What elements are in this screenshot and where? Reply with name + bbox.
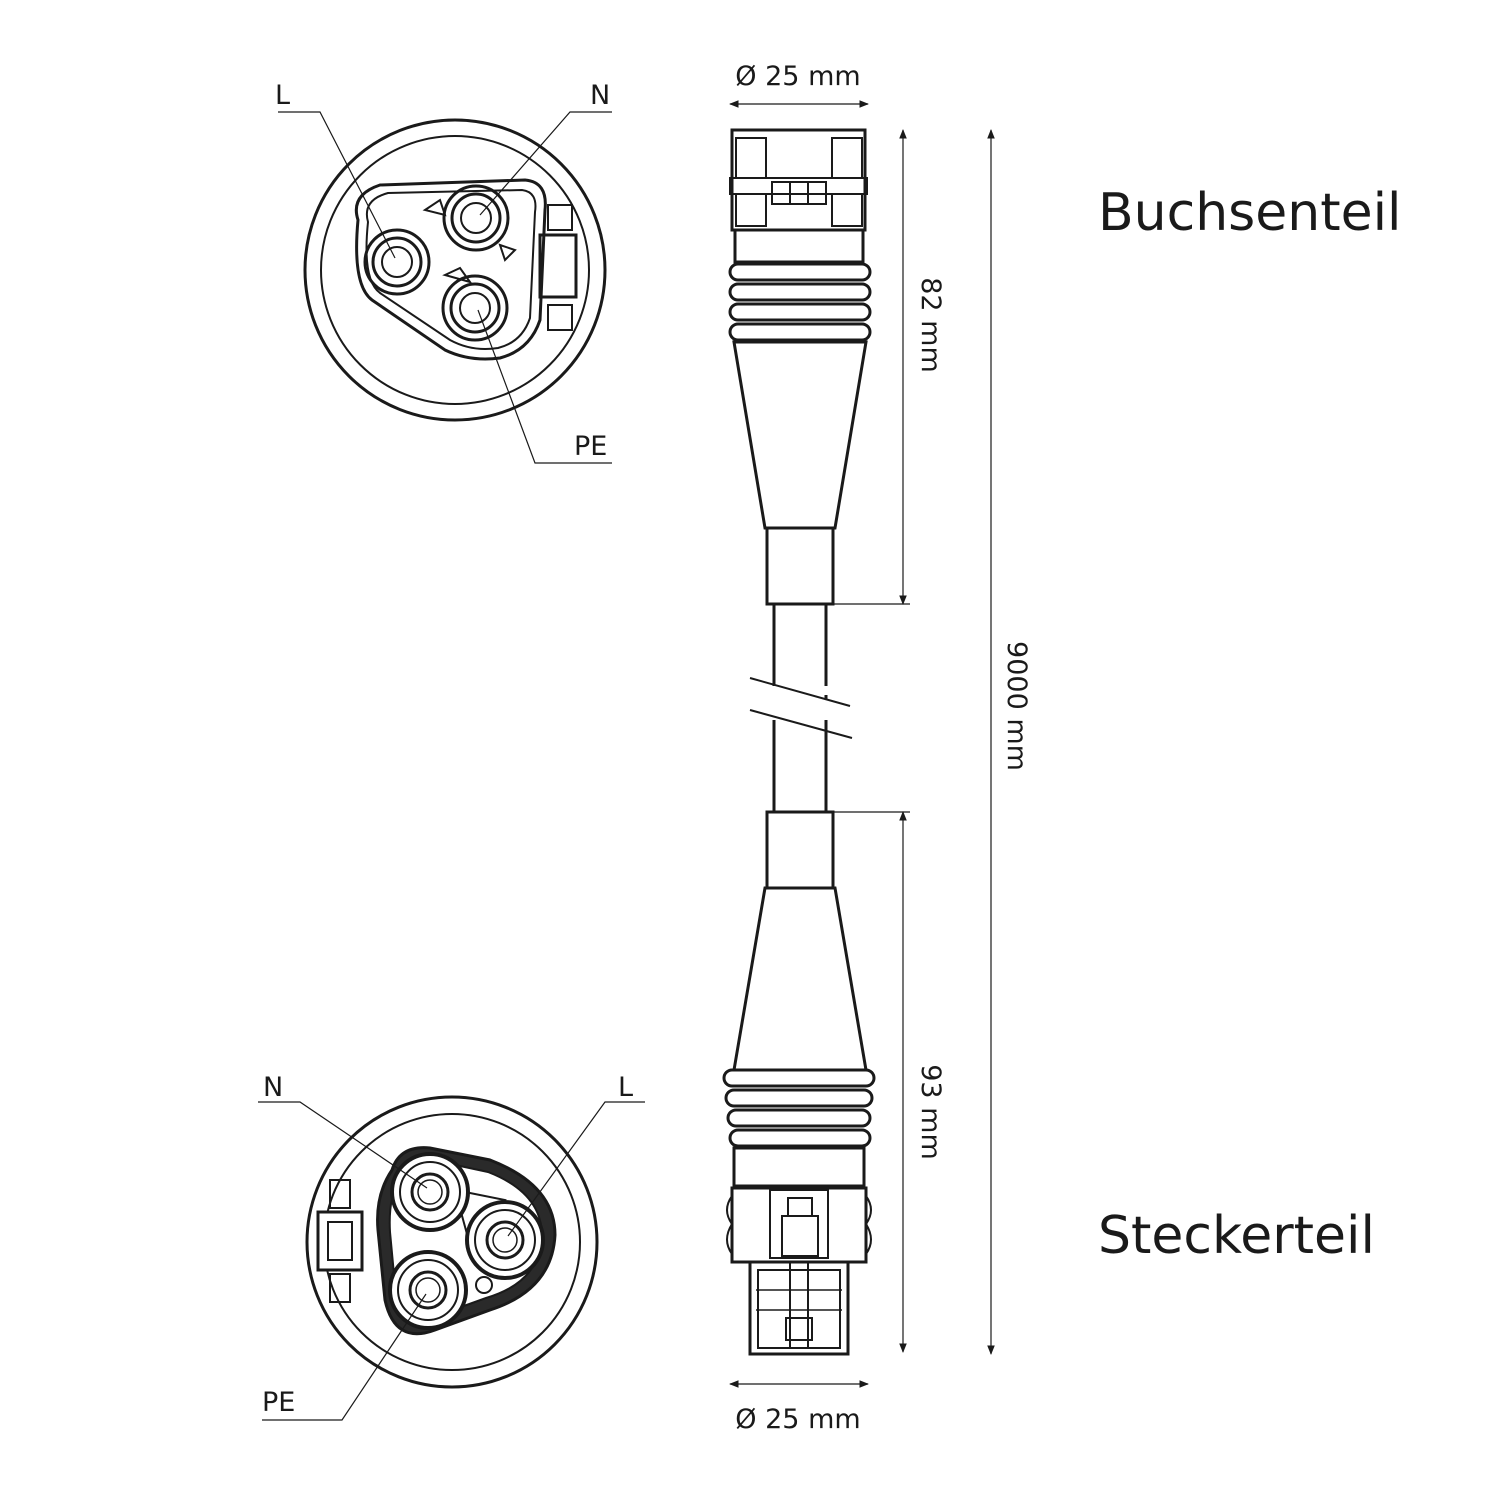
socket-pin-n xyxy=(442,184,510,252)
socket-l-leader xyxy=(278,111,396,259)
cable-side-view xyxy=(722,128,876,1356)
plug-l-leader xyxy=(507,1101,645,1237)
socket-n-label: N xyxy=(590,80,610,111)
socket-pin-l xyxy=(363,228,431,296)
bottom-diameter-label: Ø 25 mm xyxy=(735,1404,860,1435)
plug-n-label: N xyxy=(263,1072,283,1103)
plug-pin-pe xyxy=(388,1250,468,1330)
top-diameter-label: Ø 25 mm xyxy=(735,61,860,92)
dimension-cable-length: 9000 mm xyxy=(987,129,1032,1355)
plug-n-leader xyxy=(258,1101,428,1189)
plug-pe-leader xyxy=(262,1293,427,1421)
socket-pin-pe xyxy=(441,274,509,342)
plug-l-label: L xyxy=(618,1072,633,1103)
socket-face-view: L N PE xyxy=(275,80,612,464)
socket-length-label: 82 mm xyxy=(915,277,946,373)
plug-pe-label: PE xyxy=(262,1387,295,1418)
dimension-plug-length: 93 mm xyxy=(833,811,946,1353)
socket-title: Buchsenteil xyxy=(1098,183,1402,243)
socket-pe-label: PE xyxy=(574,431,607,462)
plug-title: Steckerteil xyxy=(1098,1206,1375,1266)
cable-length-label: 9000 mm xyxy=(1001,641,1032,771)
dimension-bottom-diameter: Ø 25 mm xyxy=(729,1380,869,1435)
socket-n-leader xyxy=(479,111,612,216)
socket-l-label: L xyxy=(275,80,290,111)
dimension-socket-length: 82 mm xyxy=(833,129,946,605)
socket-pe-leader xyxy=(477,309,612,464)
plug-pin-n xyxy=(390,1152,470,1232)
dimension-top-diameter: Ø 25 mm xyxy=(729,61,869,108)
plug-face-view: N L PE xyxy=(258,1072,645,1421)
plug-pin-l xyxy=(465,1200,545,1280)
plug-length-label: 93 mm xyxy=(915,1064,946,1160)
